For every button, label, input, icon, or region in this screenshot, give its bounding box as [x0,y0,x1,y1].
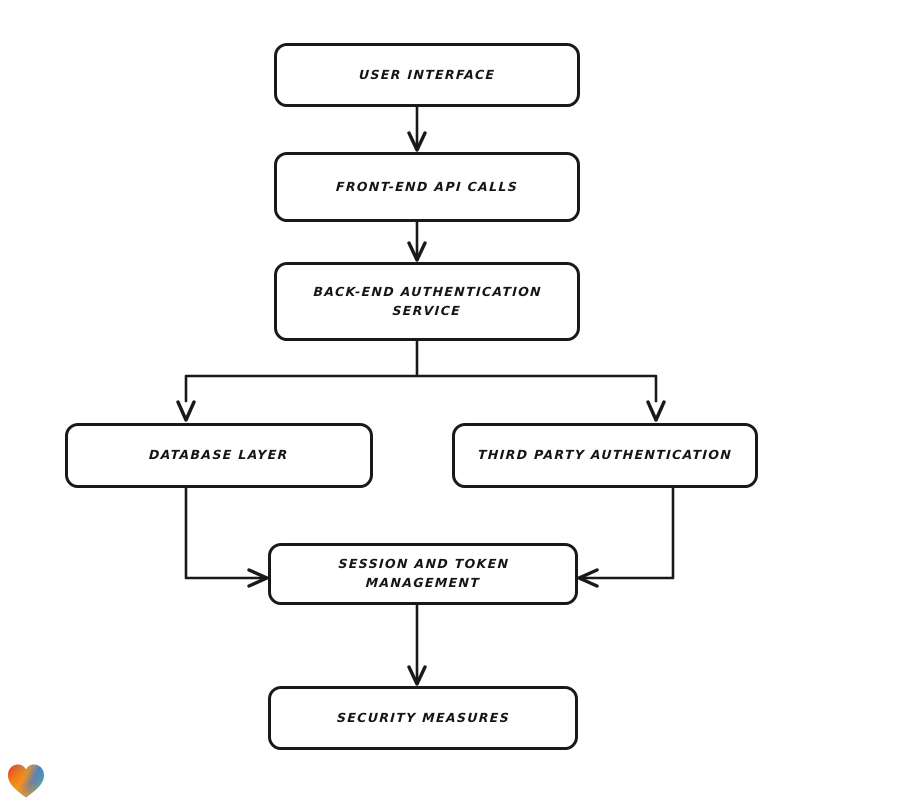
arrowhead-frontend-api [407,131,427,152]
node-database-layer[interactable]: Database Layer [65,423,373,488]
edge-backend-auth-split-bus [184,339,658,403]
node-security-measures-label: Security Measures [336,709,510,725]
node-security-measures[interactable]: Security Measures [268,686,578,750]
arrowhead-backend-auth [407,241,427,262]
arrowhead-security-measures [407,665,427,686]
edge-database-layer-to-session-token [184,486,268,580]
node-user-interface[interactable]: User Interface [274,43,580,107]
node-backend-auth[interactable]: Back-End Authentication Service [274,262,580,341]
node-frontend-api[interactable]: Front-End API Calls [274,152,580,222]
node-frontend-api-label: Front-End API Calls [335,178,519,194]
arrowhead-database-layer [176,400,196,422]
arrowhead-session-token-left [247,568,269,588]
node-database-layer-label: Database Layer [148,447,290,463]
edge-third-party-auth-to-session-token [578,486,675,580]
node-user-interface-label: User Interface [358,66,496,82]
node-session-token-label: Session and Token Management [337,556,510,590]
node-third-party-auth-label: Third Party Authentication [477,447,733,463]
heart-icon [8,764,44,798]
node-backend-auth-label: Back-End Authentication Service [312,283,543,318]
arrowhead-session-token-right [577,568,599,588]
node-third-party-auth[interactable]: Third Party Authentication [452,423,758,488]
arrowhead-third-party-auth [646,400,666,422]
node-session-token[interactable]: Session and Token Management [268,543,578,605]
